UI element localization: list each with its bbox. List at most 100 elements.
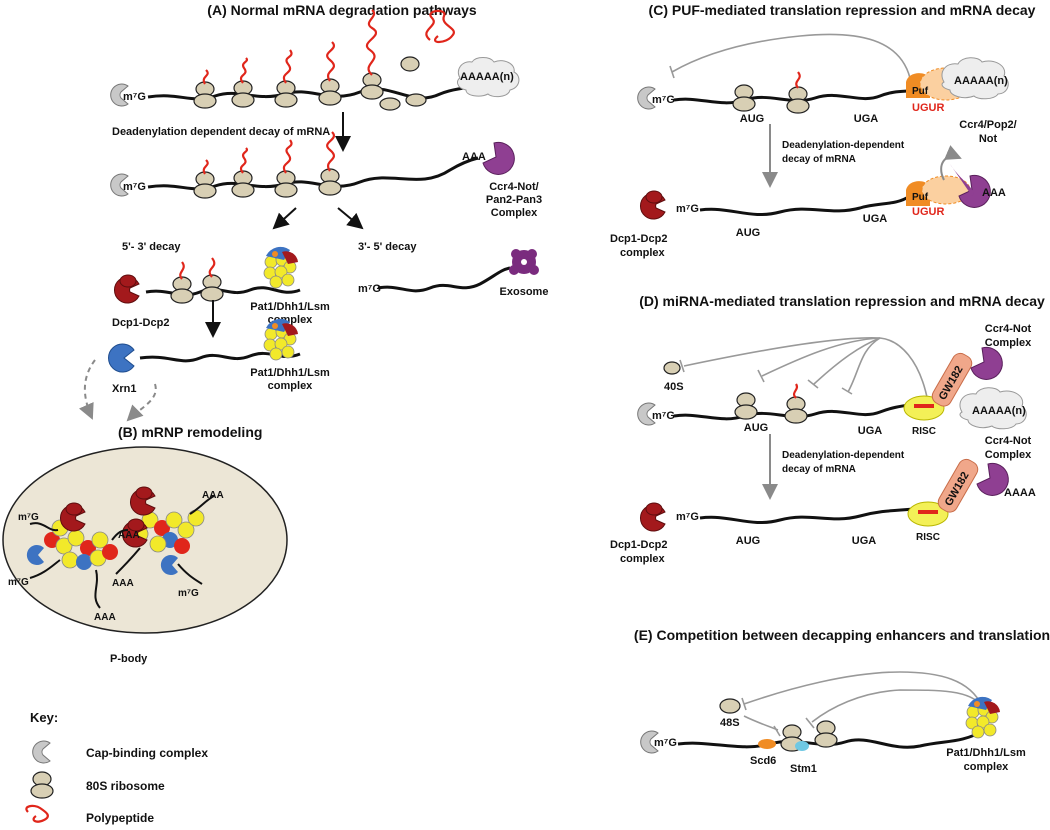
polya-tail-cloud <box>941 57 1009 100</box>
puf-label: Puf <box>912 192 929 203</box>
pbody-label: P-body <box>110 653 148 665</box>
xrn1-label: Xrn1 <box>112 383 136 395</box>
polya-short-label: AAA <box>462 151 486 163</box>
ccr4-label-1: Ccr4-Not <box>985 435 1032 447</box>
ccr4-label-2: Not <box>979 133 998 145</box>
panel-b: (B) mRNP remodeling <box>2 424 288 665</box>
ribosome-icon <box>30 771 54 799</box>
dcp1-dcp2-icon <box>113 274 140 304</box>
48s-subunit <box>719 698 741 714</box>
pat1-dhh1-lsm-icon <box>263 246 299 289</box>
dcp-label: Dcp1-Dcp2 <box>112 317 169 329</box>
40s-subunit <box>663 361 681 375</box>
panel-d-title: (D) miRNA-mediated translation repressio… <box>639 293 1045 309</box>
ribosome <box>193 171 217 199</box>
aug-label: AUG <box>740 113 764 125</box>
mrnp-cluster-left <box>26 502 118 570</box>
ribosome <box>814 720 838 748</box>
panel-a: (A) Normal mRNA degradation pathways m⁷G… <box>79 2 548 422</box>
ribosome <box>734 392 758 420</box>
dcp-label-2: complex <box>620 553 666 565</box>
polya-tail-cloud <box>457 57 520 98</box>
ccr4-label-1: Ccr4/Pop2/ <box>959 119 1016 131</box>
cap-label: m⁷G <box>123 91 146 103</box>
panel-d: (D) miRNA-mediated translation repressio… <box>610 293 1045 565</box>
pat1-label-2: complex <box>964 761 1010 773</box>
cap-binding-icon <box>32 740 51 764</box>
pbody-cap-label: m⁷G <box>8 577 29 588</box>
pat1-dhh1-lsm-icon <box>965 696 1001 739</box>
polypeptide-icon <box>25 804 49 823</box>
stm1-icon <box>795 741 809 751</box>
pbody-tail-label: AAA <box>118 530 140 541</box>
aug-label: AUG <box>736 227 760 239</box>
ribosome <box>170 276 194 304</box>
ccr4-label-2: Complex <box>985 337 1032 349</box>
scd6-label: Scd6 <box>750 755 776 767</box>
ugur-label: UGUR <box>912 102 944 114</box>
risc-label: RISC <box>912 426 936 437</box>
deadenylation-label: Deadenylation dependent decay of mRNA <box>112 126 330 138</box>
48s-label: 48S <box>720 717 740 729</box>
ribosome-subunit <box>400 56 420 72</box>
exosome-label: Exosome <box>500 286 549 298</box>
uga-label: UGA <box>854 113 879 125</box>
gw182-icon: GW182 <box>931 352 973 407</box>
dcp1-dcp2-icon <box>639 190 666 220</box>
ribosome <box>784 396 808 424</box>
aug-label: AUG <box>744 422 768 434</box>
panel-b-title: (B) mRNP remodeling <box>118 424 262 440</box>
mrna-35: m⁷G Exosome <box>358 249 548 298</box>
decay-label-2: decay of mRNA <box>782 464 856 475</box>
decay-label-1: Deadenylation-dependent <box>782 140 905 151</box>
ribosome <box>318 168 342 196</box>
aaa-label: AAA <box>982 187 1006 199</box>
dcp1-dcp2-icon <box>639 502 666 532</box>
ccr4-label-2: Pan2-Pan3 <box>486 194 542 206</box>
ribosome <box>318 78 342 106</box>
scd6-icon <box>758 739 776 749</box>
decay-35-label: 3'- 5' decay <box>358 241 417 253</box>
key-item-label: Cap-binding complex <box>86 746 208 760</box>
cap-label: m⁷G <box>123 181 146 193</box>
key-item-label: Polypeptide <box>86 811 154 825</box>
dcp-label-1: Dcp1-Dcp2 <box>610 233 667 245</box>
gw182-icon: GW182 <box>937 458 979 513</box>
uga-label: UGA <box>852 535 877 547</box>
panel-a-title: (A) Normal mRNA degradation pathways <box>207 2 477 18</box>
ribosome-subunit <box>379 97 401 111</box>
cap-label: m⁷G <box>652 94 675 106</box>
ribosome-subunit <box>405 93 427 107</box>
pbody-tail-label: AAA <box>112 578 134 589</box>
panel-c: (C) PUF-mediated translation repression … <box>610 2 1036 259</box>
panel-e: (E) Competition between decapping enhanc… <box>634 627 1050 775</box>
ribosome <box>200 274 224 302</box>
pat1-label-1: Pat1/Dhh1/Lsm <box>250 367 330 379</box>
mrnp-cluster-right <box>121 486 205 575</box>
dcp-label-2: complex <box>620 247 666 259</box>
cap-label: m⁷G <box>654 737 677 749</box>
ccr4-label-1: Ccr4-Not/ <box>489 181 539 193</box>
ccr4-label-3: Complex <box>491 207 538 219</box>
ribosome <box>193 81 217 109</box>
xrn1-icon <box>108 343 135 373</box>
key-title: Key: <box>30 710 58 725</box>
cap-label: m⁷G <box>676 203 699 215</box>
exosome-icon <box>509 249 539 275</box>
key-item-label: 80S ribosome <box>86 779 165 793</box>
mrna-a2: m⁷G AAA Ccr4-Not/ Pan2-Pan3 Complex <box>110 131 542 219</box>
ccr4-label-2: Complex <box>985 449 1032 461</box>
cap-label: m⁷G <box>358 283 381 295</box>
decay-53-label: 5'- 3' decay <box>122 241 181 253</box>
polya-label: AAAAA(n) <box>972 405 1026 417</box>
mrna-53: Dcp1-Dcp2 Pat1/Dhh1/Lsm complex <box>112 246 330 329</box>
mrna-a1: m⁷G AAAAA(n) <box>110 9 520 111</box>
ccr4-not-icon <box>970 346 1003 380</box>
panel-c-title: (C) PUF-mediated translation repression … <box>649 2 1036 18</box>
polya-label: AAAAA(n) <box>460 71 514 83</box>
polya-tail-cloud <box>959 387 1027 430</box>
aug-label: AUG <box>736 535 760 547</box>
pat1-label-2: complex <box>268 380 314 392</box>
ribosome <box>360 72 384 100</box>
